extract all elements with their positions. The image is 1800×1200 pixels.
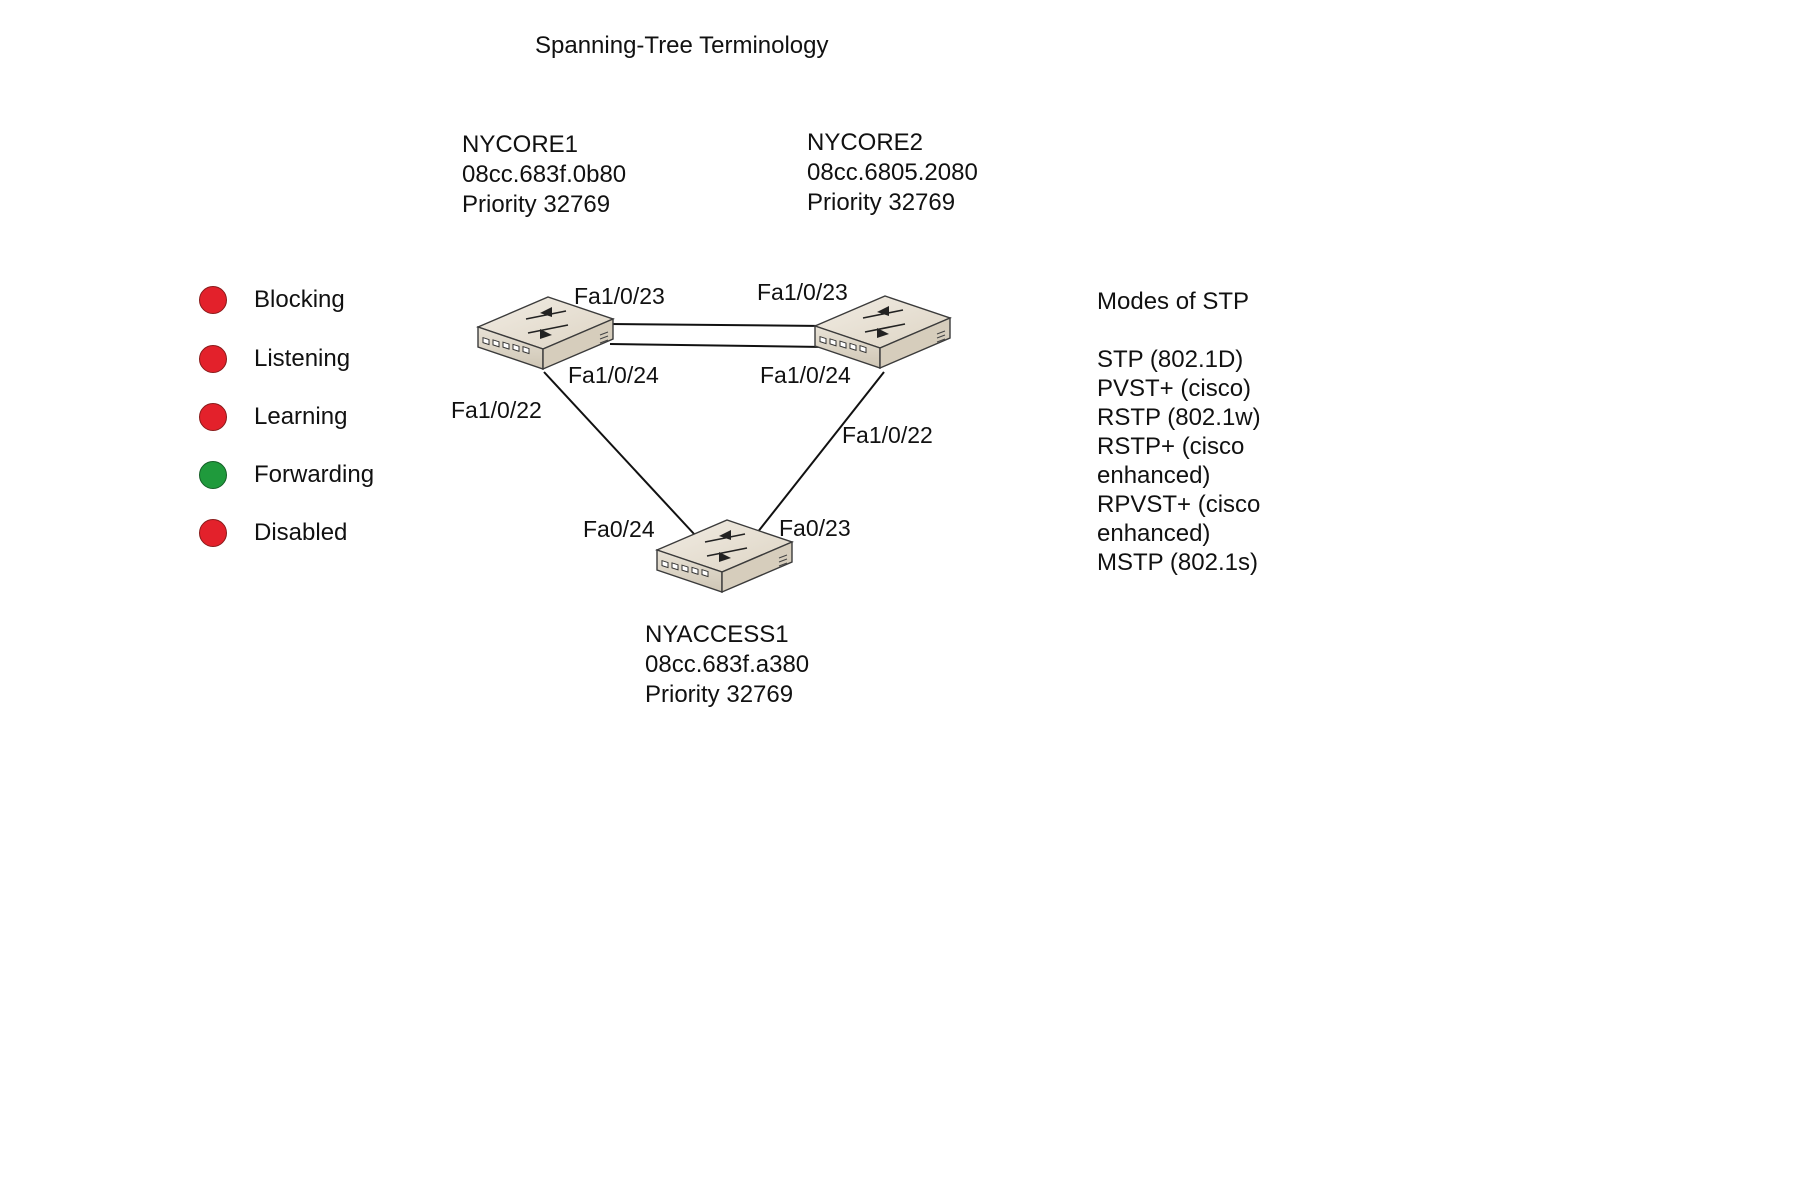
legend-item-forwarding: Forwarding: [199, 457, 399, 493]
stp-mode-line: enhanced): [1097, 520, 1211, 547]
link-core2-access: [756, 371, 885, 534]
nycore1-mac: 08cc.683f.0b80: [462, 161, 627, 188]
port-label-core1-fa23: Fa1/0/23: [574, 283, 665, 309]
link-core1-access: [543, 371, 696, 536]
legend-item-listening: Listening: [199, 341, 399, 377]
port-label-access-fa24: Fa0/24: [583, 516, 655, 542]
link-core1-core2-fa24: [609, 343, 825, 348]
nycore2-name: NYCORE2: [807, 129, 924, 156]
red-dot-icon: [199, 519, 227, 547]
legend-label: Disabled: [254, 519, 348, 546]
stp-mode-line: enhanced): [1097, 462, 1211, 489]
legend-label: Learning: [254, 403, 348, 430]
nycore2-priority: Priority 32769: [807, 189, 956, 216]
stp-modes-heading: Modes of STP: [1097, 288, 1250, 315]
nycore2-mac: 08cc.6805.2080: [807, 159, 978, 186]
port-label-core1-fa24: Fa1/0/24: [568, 362, 659, 388]
stp-mode-line: MSTP (802.1s): [1097, 549, 1258, 576]
nycore2-switch-icon: [814, 295, 951, 369]
nycore1-info: NYCORE1 08cc.683f.0b80 Priority 32769: [462, 130, 626, 220]
nyaccess1-mac: 08cc.683f.a380: [645, 651, 810, 678]
legend-label: Forwarding: [254, 461, 375, 488]
port-label-access-fa23: Fa0/23: [779, 515, 851, 541]
stp-mode-line: STP (802.1D): [1097, 346, 1244, 373]
red-dot-icon: [199, 403, 227, 431]
stp-modes-list: Modes of STP STP (802.1D) PVST+ (cisco) …: [1097, 287, 1261, 577]
nycore2-info: NYCORE2 08cc.6805.2080 Priority 32769: [807, 128, 978, 218]
legend-item-learning: Learning: [199, 399, 399, 435]
nyaccess1-name: NYACCESS1: [645, 621, 789, 648]
legend-item-disabled: Disabled: [199, 515, 399, 551]
nyaccess1-info: NYACCESS1 08cc.683f.a380 Priority 32769: [645, 620, 809, 710]
port-label-core2-fa23: Fa1/0/23: [757, 279, 848, 305]
stp-mode-line: RSTP (802.1w): [1097, 404, 1261, 431]
diagram-title: Spanning-Tree Terminology: [535, 32, 829, 59]
stp-mode-line: PVST+ (cisco): [1097, 375, 1252, 402]
stp-mode-line: RSTP+ (cisco: [1097, 433, 1245, 460]
stp-mode-line: RPVST+ (cisco: [1097, 491, 1261, 518]
link-core1-core2-fa23: [609, 323, 825, 327]
port-label-core2-fa24: Fa1/0/24: [760, 362, 851, 388]
port-label-core1-fa22: Fa1/0/22: [451, 397, 542, 423]
nycore1-name: NYCORE1: [462, 131, 579, 158]
legend-item-blocking: Blocking: [199, 282, 399, 318]
nyaccess1-switch-icon: [656, 519, 793, 593]
red-dot-icon: [199, 286, 227, 314]
port-state-legend: Blocking Listening Learning Forwarding D…: [199, 282, 399, 552]
nyaccess1-priority: Priority 32769: [645, 681, 794, 708]
nycore1-priority: Priority 32769: [462, 191, 611, 218]
port-label-core2-fa22: Fa1/0/22: [842, 422, 933, 448]
legend-label: Listening: [254, 345, 351, 372]
red-dot-icon: [199, 345, 227, 373]
green-dot-icon: [199, 461, 227, 489]
legend-label: Blocking: [254, 286, 345, 313]
spacer: [1097, 316, 1261, 345]
